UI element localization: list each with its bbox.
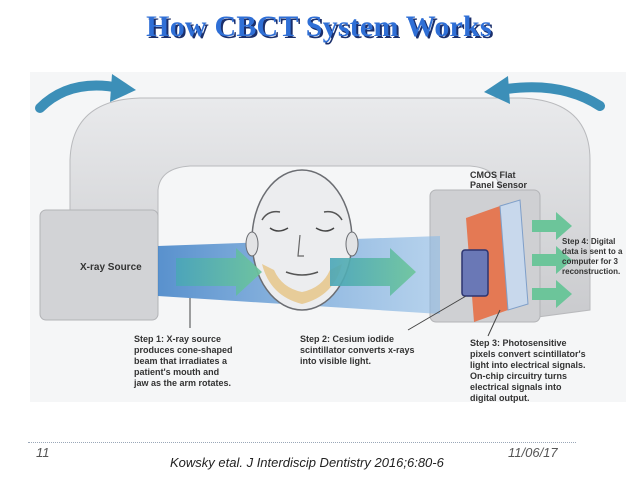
svg-text:beam that irradiates a: beam that irradiates a [134,356,228,366]
citation: Kowsky etal. J Interdiscip Dentistry 201… [170,455,444,470]
label-step4-2: data is sent to a [562,247,623,256]
output-arrow-2 [532,246,572,274]
rotation-arrow-right [495,82,605,111]
label-sensor-2: Panel Sensor [470,180,528,190]
label-step4-1: Step 4: Digital [562,237,615,246]
svg-text:into visible light.: into visible light. [300,356,371,366]
svg-text:On-chip circuitry turns: On-chip circuitry turns [470,371,567,381]
label-step4-4: reconstruction. [562,267,620,276]
svg-text:pixels convert scintillator's: pixels convert scintillator's [470,349,586,359]
step1-callout: Step 1: X-ray source produces cone-shape… [133,334,233,388]
leader-step2 [407,295,467,331]
rotation-arrow-right-head [484,76,510,104]
slide-date: 11/06/17 [508,445,558,460]
beam-arrow-1 [176,248,262,296]
label-step4-3: computer for 3 [562,257,619,266]
svg-text:jaw as the arm rotates.: jaw as the arm rotates. [133,378,231,388]
step3-callout: Step 3: Photosensitive pixels convert sc… [470,338,586,403]
svg-text:Step 1: X-ray source: Step 1: X-ray source [134,334,221,344]
cbct-diagram: X-ray Source CMOS Flat Panel Sensor Step… [30,72,626,403]
svg-text:light into electrical signals.: light into electrical signals. [470,360,586,370]
cmos-sensor-panel [499,199,529,311]
jaw-bone [262,264,342,304]
svg-text:produces cone-shaped: produces cone-shaped [134,345,233,355]
svg-text:Step 3: Photosensitive: Step 3: Photosensitive [470,338,567,348]
patient-head [245,169,359,311]
output-arrow-3 [532,280,572,308]
footer-divider [28,442,576,443]
gantry-arm [69,97,591,323]
rotation-arrow-left-head [110,74,136,102]
step2-callout: Step 2: Cesium iodide scintillator conve… [300,334,415,366]
svg-text:digital output.: digital output. [470,393,529,403]
beam-arrow-2 [330,248,416,296]
leader-step3 [487,309,501,337]
sensor-chip [461,249,489,297]
svg-text:scintillator converts x-rays: scintillator converts x-rays [300,345,415,355]
label-xray-source: X-ray Source [80,262,142,273]
svg-text:electrical signals into: electrical signals into [470,382,562,392]
output-arrow-1 [532,212,572,240]
slide-number: 11 [36,445,50,460]
label-sensor-1: CMOS Flat [470,170,516,180]
slide-title: How CBCT System Works [146,10,492,43]
svg-text:Step 2: Cesium iodide: Step 2: Cesium iodide [300,334,394,344]
rotation-arrow-left [35,80,125,113]
svg-text:patient's mouth and: patient's mouth and [134,367,219,377]
